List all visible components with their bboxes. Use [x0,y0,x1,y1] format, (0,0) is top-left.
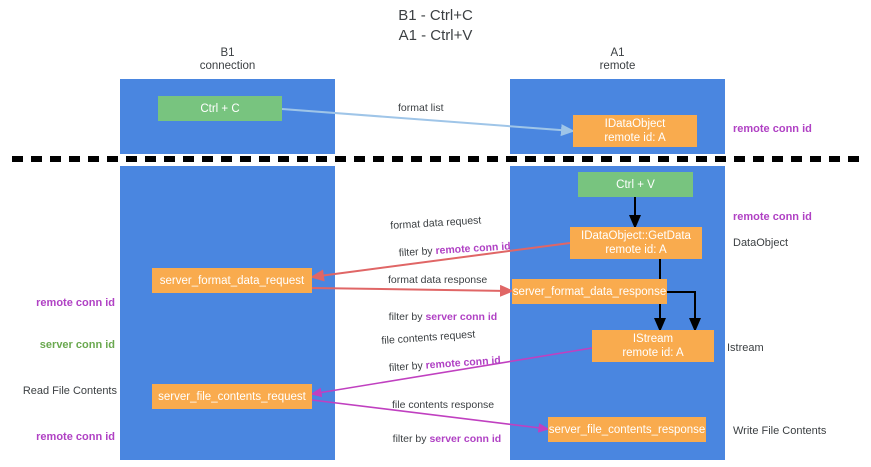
title-line-1: B1 - Ctrl+C [398,7,473,24]
right-label-write-file-contents: Write File Contents [733,425,827,437]
filter-prefix: filter by [388,311,426,323]
node-idataobject-line1: IDataObject [604,118,666,130]
filter-prefix: filter by [398,245,436,260]
edge-label-file-contents-request-filter: filter by remote conn id [376,341,502,389]
node-getdata-line2: remote id: A [605,244,667,256]
right-label-istream: Istream [727,342,764,354]
left-label-conn-ids-top: remote conn id server conn id [20,268,115,380]
node-server-format-data-request[interactable]: server_format_data_request [152,268,312,293]
node-server-file-contents-request-label: server_file_contents_request [158,390,306,403]
lane-b1-bottom [120,166,335,460]
edge-label-file-contents-response: file contents response [392,399,495,411]
node-ctrl-v-label: Ctrl + V [616,178,655,191]
node-istream-line2: remote id: A [622,347,684,359]
filter-prefix: filter by [392,433,430,445]
left-label-remote-conn-id-2: remote conn id [36,431,115,443]
edge-label-format-data-response-filter: filter by server conn id [377,298,498,337]
node-istream[interactable]: IStream remote id: A [592,330,714,362]
column-header-a1-name: A1 [610,47,625,59]
column-header-b1-name: B1 [220,47,235,59]
edge-label-format-list: format list [398,102,444,114]
filter-key-remote-conn-id: remote conn id [425,354,502,372]
left-label-conn-ids-bottom: remote conn id server conn id [20,402,115,467]
node-ctrl-c[interactable]: Ctrl + C [158,96,282,121]
title-line-2: A1 - Ctrl+V [398,27,473,44]
node-server-format-data-response-label: server_format_data_response [512,285,667,298]
left-label-remote-conn-id: remote conn id [36,297,115,309]
node-istream-line1: IStream [632,333,674,345]
node-getdata-line1: IDataObject::GetData [581,230,691,242]
column-header-b1: B1 connection [120,47,335,73]
node-idataobject-getdata[interactable]: IDataObject::GetData remote id: A [570,227,702,259]
node-server-format-data-response[interactable]: server_format_data_response [512,279,667,304]
edge-label-format-data-response: format data response [388,274,488,286]
column-header-a1: A1 remote [510,47,725,73]
node-server-file-contents-request[interactable]: server_file_contents_request [152,384,312,409]
node-ctrl-c-label: Ctrl + C [200,102,240,115]
right-label-remote-conn-id-mid: remote conn id [733,211,812,223]
lane-a1-bottom [510,166,725,460]
left-label-read-file-contents: Read File Contents [22,385,117,397]
filter-key-remote-conn-id: remote conn id [435,240,511,257]
right-label-remote-conn-id-top: remote conn id [733,123,812,135]
edge-label-format-data-request-filter: filter by remote conn id [386,227,512,273]
edge-format-data-response [311,284,514,297]
node-idataobject-line2: remote id: A [604,132,666,144]
column-header-b1-sub: connection [199,60,256,72]
node-server-file-contents-response[interactable]: server_file_contents_response [548,417,706,442]
node-server-format-data-request-label: server_format_data_request [159,274,305,287]
page-title: B1 - Ctrl+C A1 - Ctrl+V [0,6,871,46]
column-header-a1-sub: remote [599,60,636,72]
node-ctrl-v[interactable]: Ctrl + V [578,172,693,197]
left-label-server-conn-id: server conn id [39,339,115,351]
filter-key-server-conn-id: server conn id [429,433,502,445]
filter-prefix: filter by [388,359,427,375]
node-idataobject[interactable]: IDataObject remote id: A [573,115,697,147]
filter-key-server-conn-id: server conn id [425,311,498,323]
right-label-dataobject: DataObject [733,237,789,249]
node-server-file-contents-response-label: server_file_contents_response [548,423,706,436]
edge-label-file-contents-response-filter: filter by server conn id [381,420,502,459]
